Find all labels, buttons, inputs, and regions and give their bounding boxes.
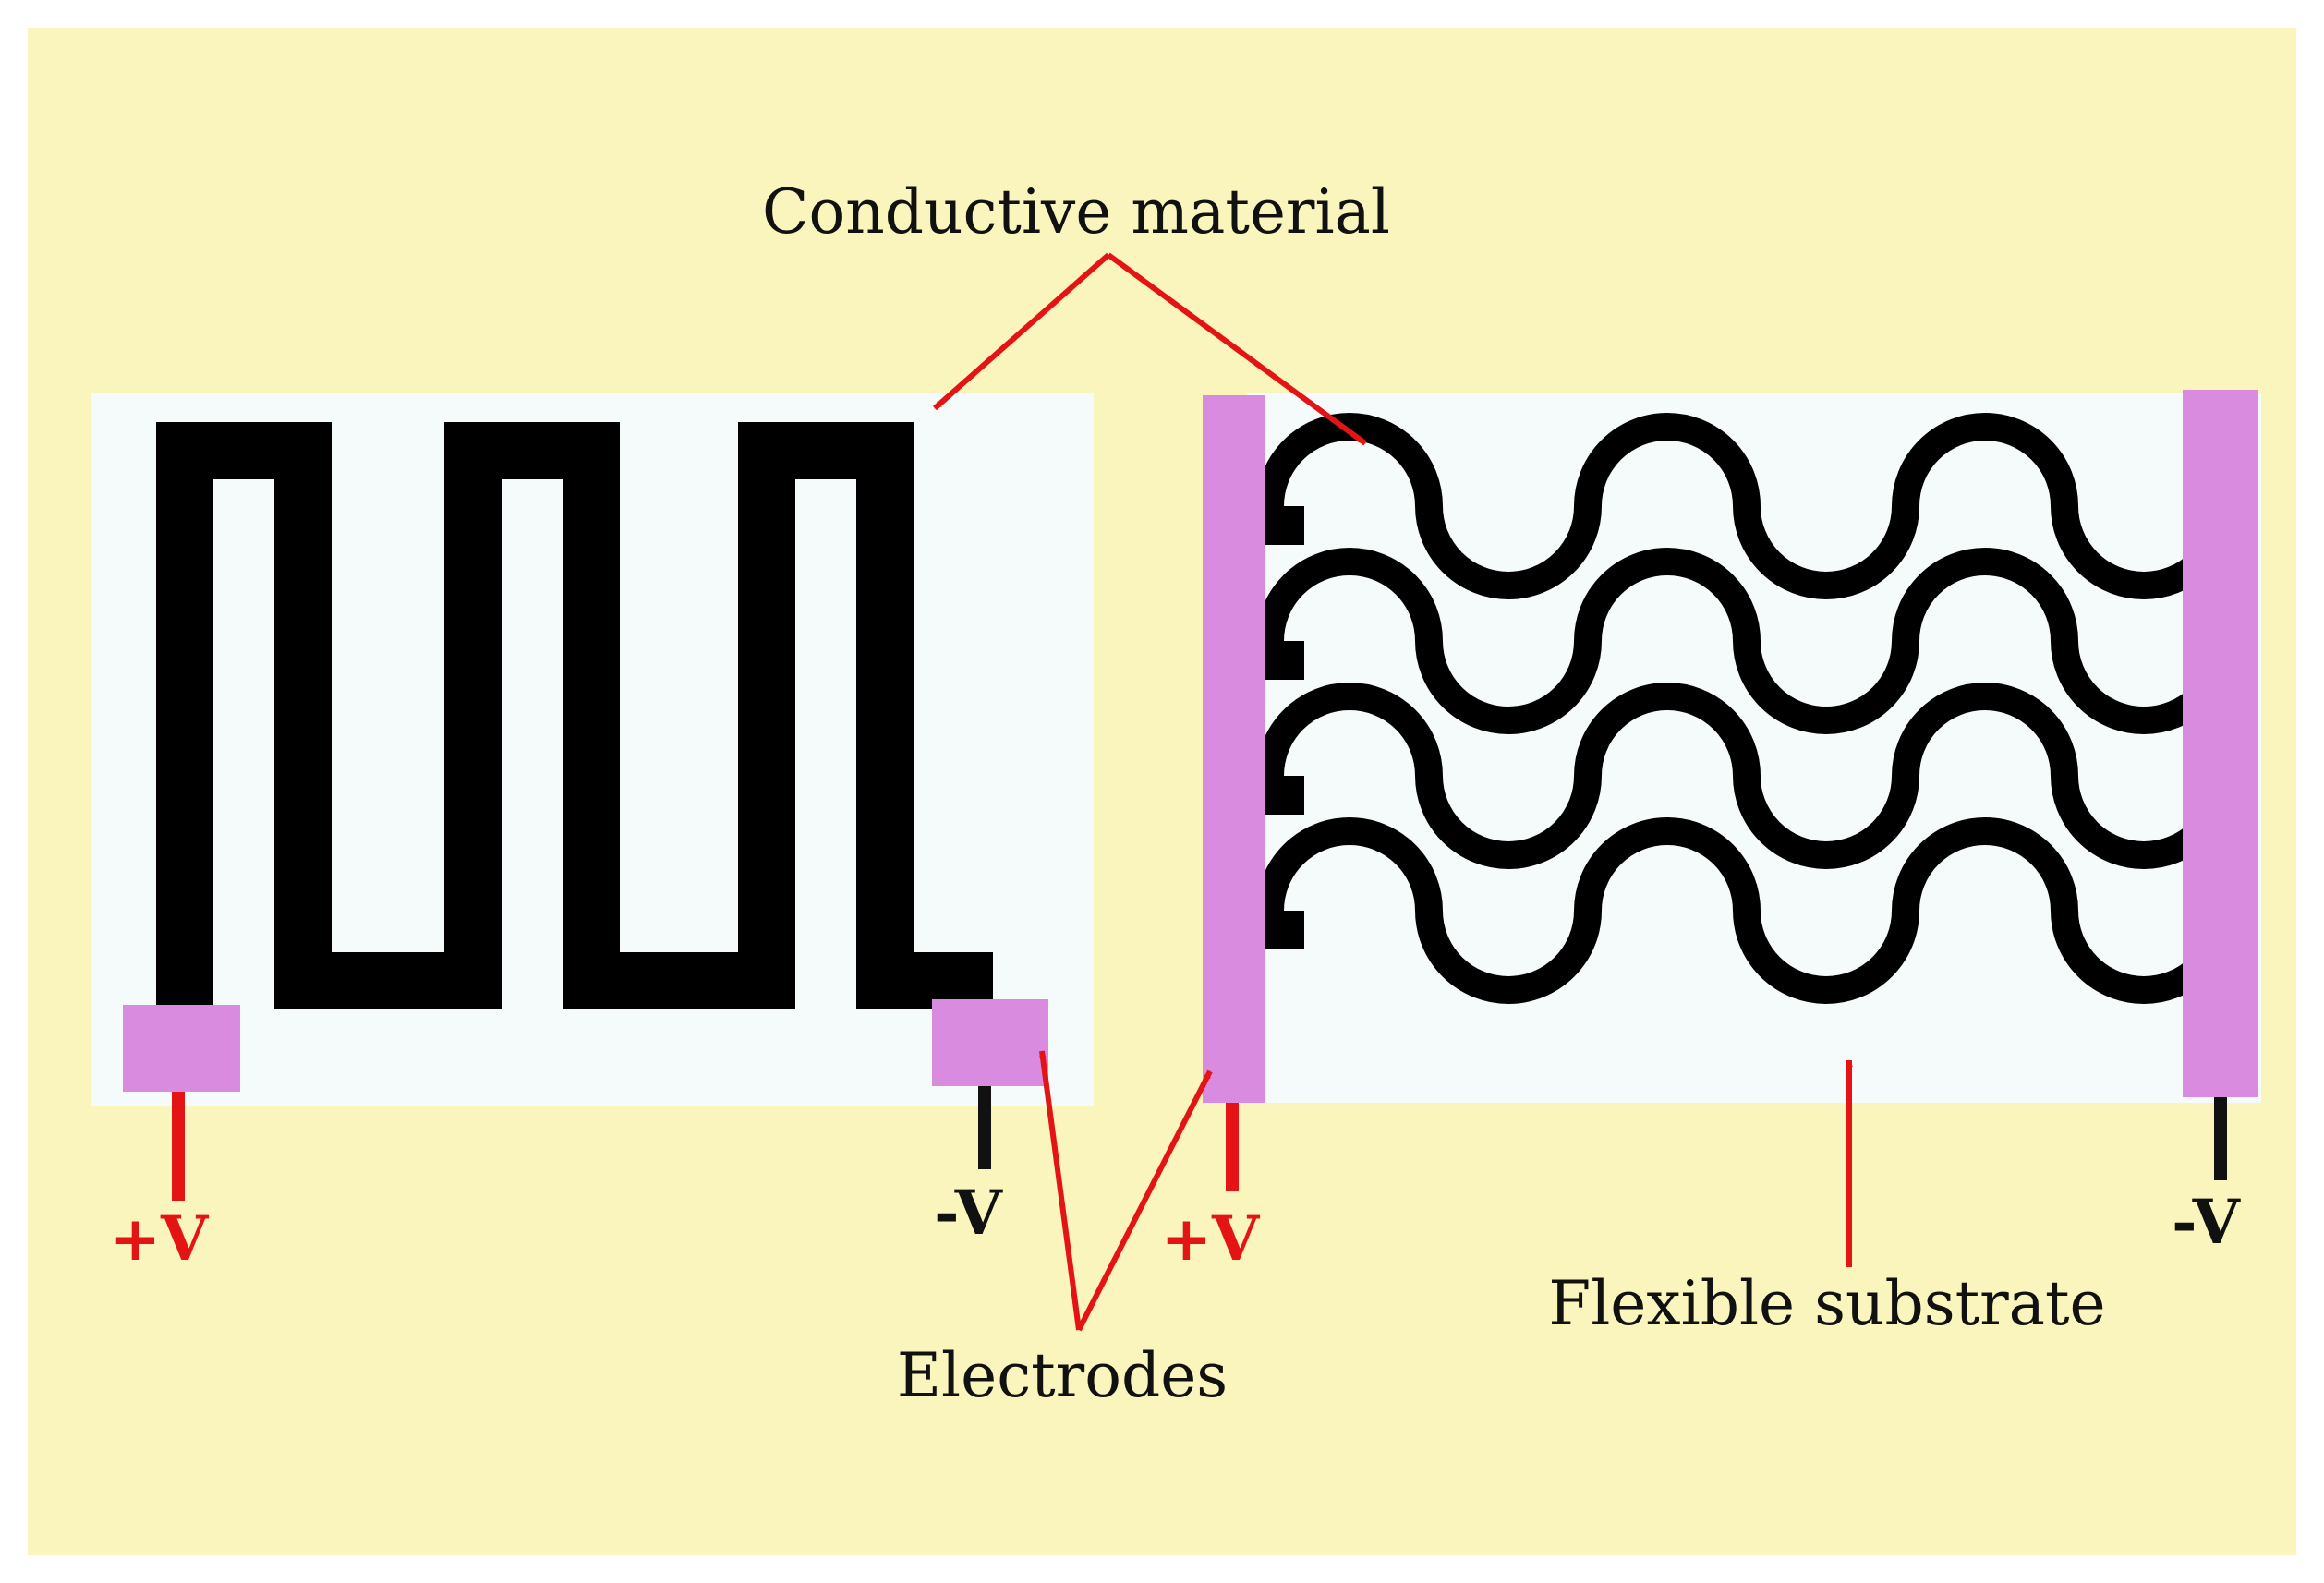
serpentine-sensor	[91, 393, 1094, 1201]
right-electrode-positive	[1203, 395, 1265, 1103]
wave-conductor-2	[1256, 548, 2237, 734]
wave-contact-pad-3	[1264, 776, 1304, 815]
left-minus-terminal-label: -V	[934, 1177, 1004, 1249]
wave-contact-pad-4	[1264, 911, 1304, 949]
electrodes-label: Electrodes	[897, 1340, 1228, 1411]
arrow-electrodes-left	[1038, 1050, 1082, 1331]
arrow-conductive-left	[933, 252, 1110, 411]
right-electrode-negative	[2183, 390, 2258, 1097]
serpentine-conductor	[156, 422, 993, 1014]
left-plus-terminal-label: +V	[110, 1202, 210, 1275]
left-electrode-positive	[123, 1005, 240, 1092]
left-electrode-negative	[932, 999, 1048, 1086]
wavy-sensor	[1203, 390, 2261, 1191]
arrow-conductive-right	[1107, 252, 1367, 446]
wave-conductor-4	[1256, 817, 2237, 1004]
arrow-electrodes-right	[1076, 1069, 1213, 1332]
wavy-conductors	[1256, 413, 2237, 1004]
conductive-material-label: Conductive material	[762, 176, 1390, 248]
flexible-substrate-label: Flexible substrate	[1548, 1268, 2105, 1339]
right-plus-terminal-label: +V	[1161, 1202, 1261, 1275]
wave-conductor-1	[1256, 413, 2237, 599]
wave-conductor-3	[1256, 683, 2237, 869]
wave-contact-pad-1	[1264, 506, 1304, 545]
right-minus-terminal-label: -V	[2172, 1186, 2242, 1258]
annotation-arrows	[933, 252, 1853, 1332]
wave-contact-pad-2	[1264, 641, 1304, 680]
